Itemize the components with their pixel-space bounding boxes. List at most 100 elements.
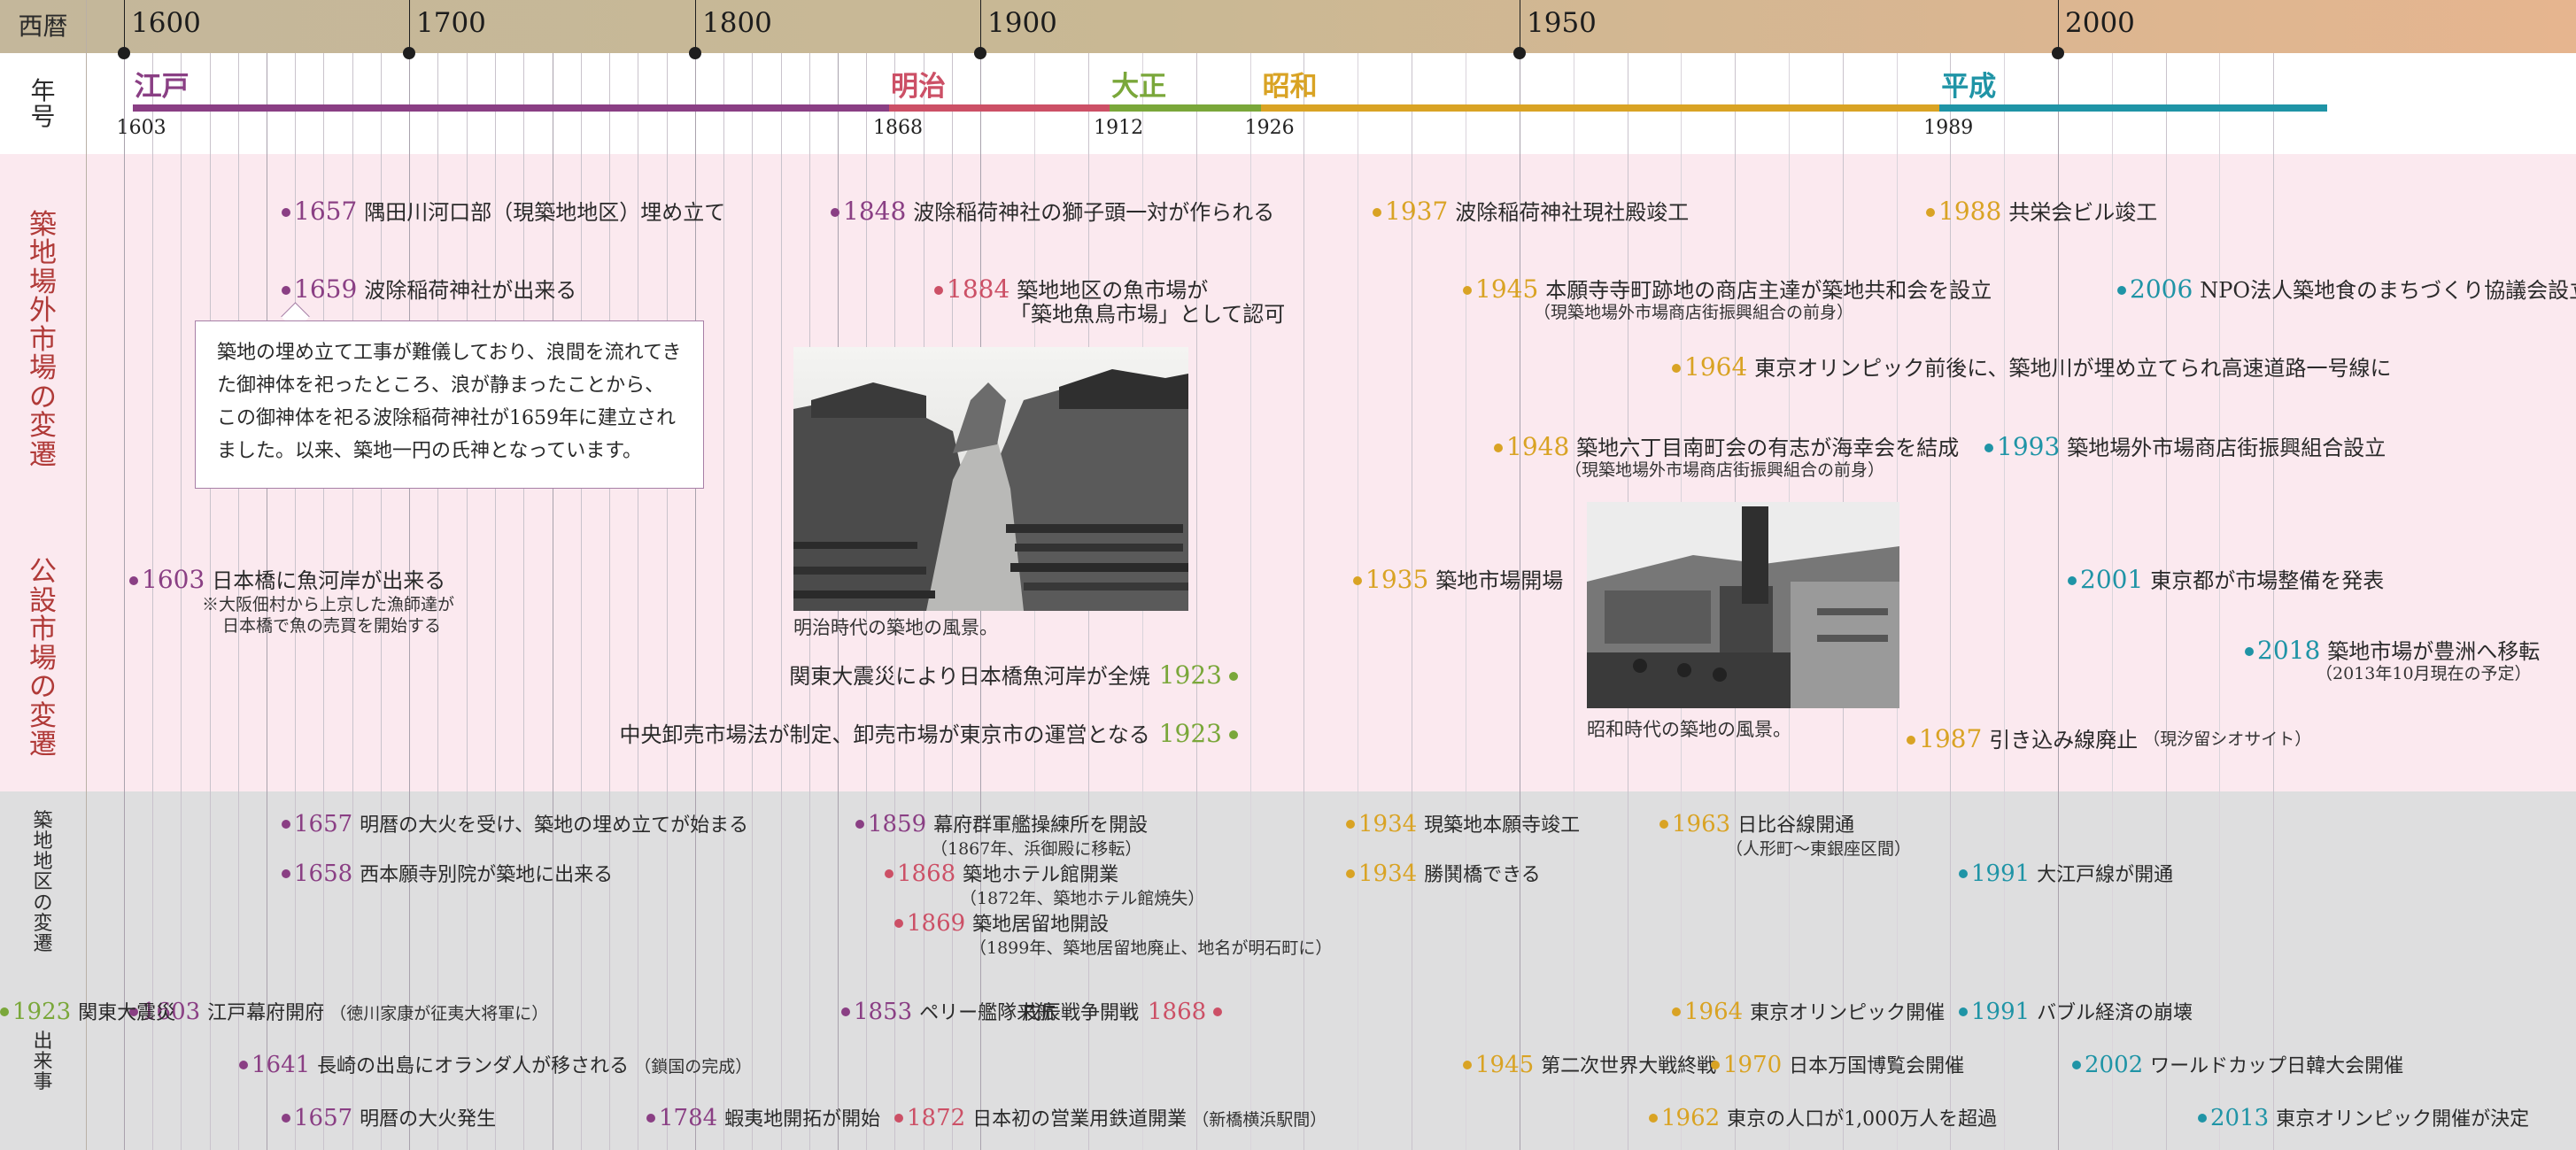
grid-line <box>409 53 410 1150</box>
label-char: 場 <box>29 266 57 298</box>
event-year: 1945 <box>1475 274 1539 304</box>
grid-line <box>437 53 439 1150</box>
event-text: 隅田川河口部（現築地地区）埋め立て <box>364 200 726 225</box>
grid-line <box>237 53 239 1150</box>
grid-line <box>352 53 353 1150</box>
label-char: 年 <box>30 75 56 105</box>
event-year: 1991 <box>1971 861 2031 887</box>
event-dot <box>282 208 290 217</box>
grid-line <box>609 53 611 1150</box>
label-char: 事 <box>33 1071 53 1094</box>
showa-photo-caption: 昭和時代の築地の風景。 <box>1587 719 1791 740</box>
event-year: 2006 <box>2130 274 2193 304</box>
callout-note: 築地の埋め立て工事が難儀しており、浪間を流れてきた御神体を祀ったところ、浪が静ま… <box>195 320 704 489</box>
grid-line <box>323 53 325 1150</box>
grid-line <box>2273 53 2275 1150</box>
event-text: 西本願寺別院が築地に出来る <box>360 864 614 886</box>
event-subnote: 「築地魚鳥市場」として認可 <box>1010 302 1286 327</box>
label-char: 地 <box>33 830 53 853</box>
event-text: 東京オリンピック前後に、築地川が埋め立てられ高速道路一号線に <box>1754 356 2392 381</box>
label-char: 場 <box>29 642 57 675</box>
event-dot <box>1984 444 1993 452</box>
year-marker <box>403 47 415 59</box>
event-year: 2013 <box>2210 1105 2270 1131</box>
era-start-year: 1603 <box>116 117 166 139</box>
event-dot <box>855 820 864 829</box>
event-year: 1657 <box>294 197 358 226</box>
label-char: 場 <box>29 352 57 385</box>
event-year: 1945 <box>1475 1052 1535 1078</box>
year-label: 1950 <box>1527 7 1597 39</box>
grid-line <box>580 53 582 1150</box>
event-text: 長崎の出島にオランダ人が移される <box>317 1055 630 1077</box>
event-text: 共栄会ビル竣工 <box>2008 200 2158 225</box>
timeline-event: 2013 東京オリンピック開催が決定 <box>2198 1105 2529 1132</box>
event-text: 波除稲荷神社が出来る <box>364 278 577 303</box>
event-text: 東京オリンピック開催が決定 <box>2276 1108 2530 1131</box>
label-char: の <box>33 891 53 915</box>
event-dot <box>1926 208 1935 217</box>
event-year: 1993 <box>1997 432 2061 461</box>
grid-line <box>466 53 468 1150</box>
year-header <box>0 0 2576 54</box>
grid-line <box>2058 53 2059 1150</box>
grid-line <box>780 53 782 1150</box>
event-dot <box>1659 820 1668 829</box>
era-row <box>0 53 2576 155</box>
year-label: 2000 <box>2065 7 2135 39</box>
era-bar-meiji <box>888 104 1110 112</box>
event-dot <box>2117 286 2126 295</box>
label-char: 来 <box>33 1050 53 1073</box>
event-text: 築地場外市場商店街振興組合設立 <box>2067 436 2386 460</box>
event-text: 大江戸線が開通 <box>2037 864 2174 886</box>
event-text: 幕府群軍艦操練所を開設 <box>933 814 1149 837</box>
year-tick <box>980 0 981 53</box>
event-subnote: （鎖国の完成） <box>634 1057 753 1077</box>
year-marker <box>974 47 986 59</box>
event-text: 中央卸売市場法が制定、卸売市場が東京市の運営となる <box>619 722 1150 747</box>
label-char: 変 <box>33 912 53 935</box>
event-dot <box>1353 576 1362 585</box>
label-char: 築 <box>29 208 57 241</box>
event-year: 1657 <box>294 811 353 837</box>
event-year: 1603 <box>142 565 205 594</box>
year-tick <box>409 0 410 53</box>
label-char: 号 <box>30 102 56 131</box>
grid-line <box>295 53 297 1150</box>
year-marker <box>689 47 701 59</box>
event-dot <box>0 1007 9 1016</box>
year-header-label: 西暦 <box>0 0 87 53</box>
event-dot <box>129 576 138 585</box>
event-text: 日本橋に魚河岸が出来る <box>212 568 446 593</box>
grid-line <box>1195 53 1197 1150</box>
section-band-public-market <box>0 526 2576 792</box>
event-dot <box>2072 1061 2081 1069</box>
event-year: 1923 <box>12 999 72 1025</box>
event-subnote: （徳川家康が征夷大将軍に） <box>329 1004 549 1023</box>
event-dot <box>1959 1007 1968 1016</box>
grid-line <box>209 53 211 1150</box>
event-text: 戊辰戦争開戦 <box>1022 1002 1140 1024</box>
label-char: 変 <box>29 410 57 443</box>
timeline-event: 1603 日本橋に魚河岸が出来る <box>129 565 445 595</box>
section-label-events: 出来事 <box>0 974 87 1150</box>
event-text: 波除稲荷神社現社殿竣工 <box>1455 200 1690 225</box>
event-year: 1935 <box>1365 565 1429 594</box>
year-marker <box>118 47 130 59</box>
event-year: 1948 <box>1506 432 1570 461</box>
year-marker <box>1513 47 1526 59</box>
